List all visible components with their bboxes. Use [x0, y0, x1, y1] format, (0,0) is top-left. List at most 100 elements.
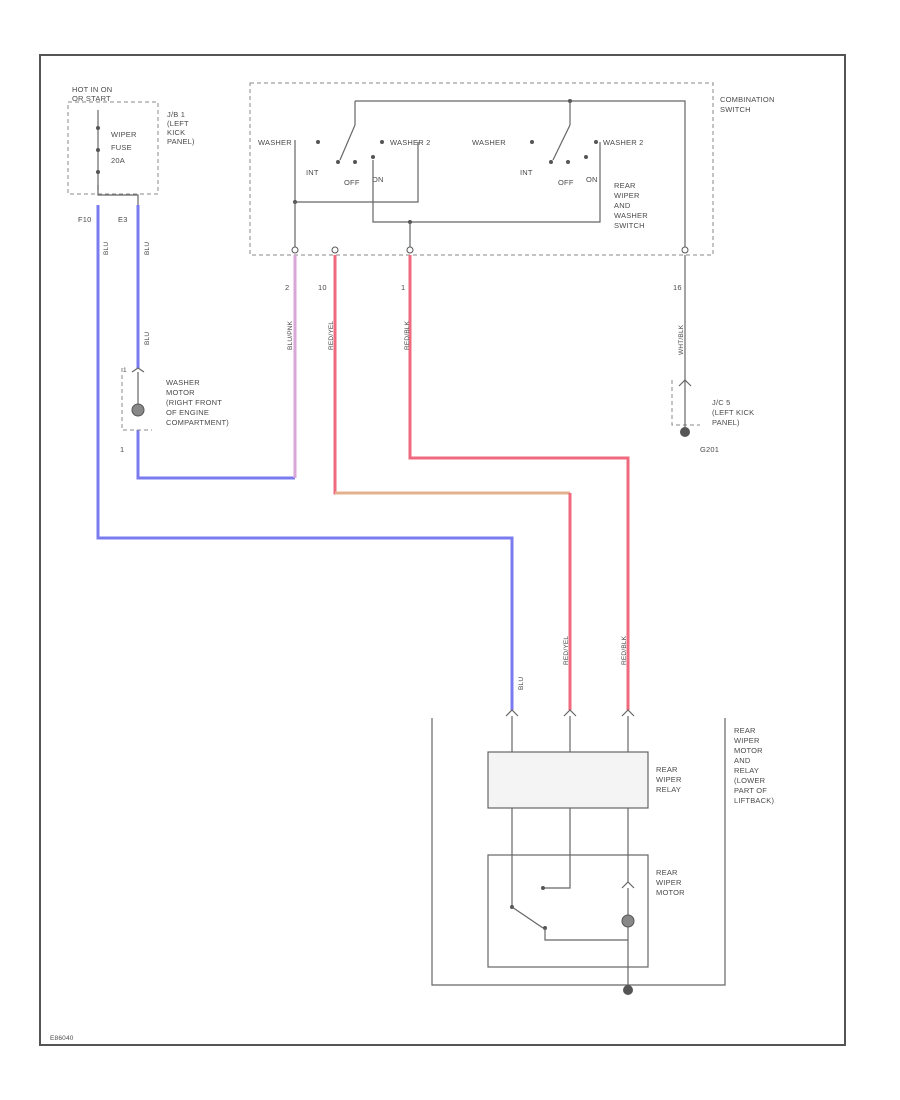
wire-label-red-blk-rear: RED/BLK: [621, 635, 628, 665]
pin10-terminal: [331, 246, 339, 254]
fuse-node-top: [96, 126, 100, 130]
washer-motor-connector: [131, 367, 145, 373]
park-switch-contact-top: [541, 886, 545, 890]
motor-lead-mid: [545, 808, 571, 889]
sw1-wiring: [294, 140, 419, 203]
pin16-terminal: [681, 246, 689, 254]
pin-1: 1: [401, 283, 405, 292]
sw2-blade: [552, 124, 571, 161]
pin2-terminal: [291, 246, 299, 254]
switch-internal-top-bus: [355, 100, 686, 248]
sw2-contact-int: [549, 160, 553, 164]
rear-assembly-line7: PART OF: [734, 786, 767, 795]
wire-label-wht-blk: WHT/BLK: [678, 324, 685, 355]
sw2-on-label: ON: [586, 175, 598, 184]
combination-switch-dashed-box: [249, 82, 714, 256]
rear-assembly-bracket: [431, 718, 726, 986]
rear-motor-line3: MOTOR: [656, 888, 685, 897]
sw2-contact-on: [584, 155, 588, 159]
wire-blu-f10: [96, 205, 514, 710]
washer-motor-pin-tag: 1: [123, 367, 127, 374]
sw2-contact-washer: [530, 140, 534, 144]
combination-switch: COMBINATION SWITCH WASHER WASHER 2 INT O…: [249, 82, 775, 256]
relay-line1: REAR: [656, 765, 678, 774]
junction-connector-5: J/C 5 (LEFT KICK PANEL) G201: [671, 379, 754, 454]
jc5-line1: J/C 5: [712, 398, 731, 407]
sw2-int-label: INT: [520, 168, 533, 177]
washer-motor-line5: COMPARTMENT): [166, 418, 229, 427]
wire-label-red-yel: RED/YEL: [328, 321, 335, 350]
sw1-contact-washer2: [380, 140, 384, 144]
rear-wiper-switch: WASHER WASHER 2 INT OFF ON REAR WIPER AN…: [472, 124, 648, 230]
jc5-bracket: [671, 380, 700, 426]
fuse-label-line1: WIPER: [111, 130, 137, 139]
wire-blu-washer-return: [136, 430, 295, 480]
sw1-washer-label: WASHER: [258, 138, 292, 147]
rear-assembly-line3: MOTOR: [734, 746, 763, 755]
pin-2: 2: [285, 283, 289, 292]
fuse-label-line3: 20A: [111, 156, 125, 165]
rear-connector-blu: [505, 709, 519, 717]
rear-switch-line2: WIPER: [614, 191, 640, 200]
rear-switch-line1: REAR: [614, 181, 636, 190]
rear-switch-line5: SWITCH: [614, 221, 645, 230]
wire-label-red-yel-rear: RED/YEL: [563, 636, 570, 665]
pin-e3: E3: [118, 215, 128, 224]
sw1-blade: [339, 124, 356, 161]
sw2-off-label: OFF: [558, 178, 574, 187]
fuse-label-line2: FUSE: [111, 143, 132, 152]
wire-label-blu-rear: BLU: [518, 677, 525, 690]
jb1-label-line1: J/B 1: [167, 110, 185, 119]
jb1-label-line4: PANEL): [167, 137, 195, 146]
washer-motor-pin: 1: [120, 445, 124, 454]
rear-motor-line2: WIPER: [656, 878, 682, 887]
rear-motor-connector: [621, 881, 635, 889]
sw2-contact-off: [566, 160, 570, 164]
park-switch-return: [544, 928, 628, 941]
sw2-contact-washer2: [594, 140, 598, 144]
rear-switch-line3: AND: [614, 201, 631, 210]
washer-motor-line2: MOTOR: [166, 388, 195, 397]
rear-assembly-line5: RELAY: [734, 766, 759, 775]
washer-motor-line4: OF ENGINE: [166, 408, 209, 417]
rear-assembly-line2: WIPER: [734, 736, 760, 745]
fuse-branch: [97, 185, 139, 205]
rear-ground-icon: [623, 985, 633, 995]
rear-wiper-motor-box: [487, 854, 649, 968]
washer-motor-bracket: [121, 368, 152, 431]
ground-id: G201: [700, 445, 719, 454]
combination-switch-line2: SWITCH: [720, 105, 751, 114]
wire-label-blu-pnk: BLU/PNK: [287, 320, 294, 350]
rear-motor-icon: [621, 914, 635, 928]
rear-connector-red-blk: [621, 709, 635, 717]
sw1-contact-int: [336, 160, 340, 164]
rear-assembly-line6: (LOWER: [734, 776, 766, 785]
ground-g201-icon: [680, 427, 690, 437]
wire-red-blk: [408, 255, 630, 710]
sw1-contact-on: [371, 155, 375, 159]
sw1-on-wiring: [372, 142, 601, 223]
sw1-contact-washer: [316, 140, 320, 144]
pin-10: 10: [318, 283, 327, 292]
combination-switch-line1: COMBINATION: [720, 95, 775, 104]
relay-line3: RELAY: [656, 785, 681, 794]
diagram-frame: [39, 54, 846, 1046]
wire-label-blu-right: BLU: [144, 242, 151, 255]
sw1-contact-off: [353, 160, 357, 164]
fuse-node-mid: [96, 148, 100, 152]
jc5-line3: PANEL): [712, 418, 740, 427]
fuse-node-bottom: [96, 170, 100, 174]
rear-switch-line4: WASHER: [614, 211, 648, 220]
jb1-label-line2: (LEFT: [167, 119, 189, 128]
wire-label-blu-mid: BLU: [144, 332, 151, 345]
rear-motor-line1: REAR: [656, 868, 678, 877]
rear-connector-red-yel: [563, 709, 577, 717]
power-source-line2: OR START: [72, 94, 111, 103]
jc5-line2: (LEFT KICK: [712, 408, 754, 417]
sw1-washer2-label: WASHER 2: [390, 138, 431, 147]
rear-wiper-relay-box: [487, 751, 649, 809]
power-source-line1: HOT IN ON: [72, 85, 112, 94]
wiper-switch-left: WASHER WASHER 2 INT OFF ON: [258, 124, 601, 224]
pin1-terminal: [406, 246, 414, 254]
